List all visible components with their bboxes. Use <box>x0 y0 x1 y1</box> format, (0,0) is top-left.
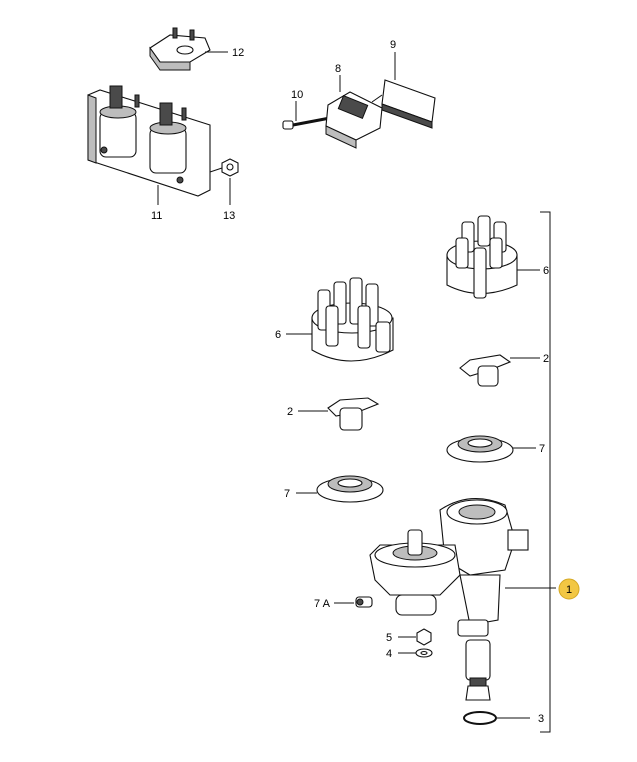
part-6-distributor-cap-left <box>286 277 394 362</box>
callout-8[interactable]: 8 <box>335 63 341 75</box>
part-1-distributor-assembly <box>369 498 556 701</box>
assembly-bracket <box>540 211 551 733</box>
callout-4[interactable]: 4 <box>386 648 392 660</box>
callout-7A[interactable]: 7 A <box>314 598 331 610</box>
part-5-nut <box>398 628 432 646</box>
callout-2-right[interactable]: 2 <box>543 353 549 365</box>
part-11-ignition-coil-assembly <box>87 85 211 205</box>
callout-2-left[interactable]: 2 <box>287 406 293 418</box>
callout-10[interactable]: 10 <box>291 89 303 101</box>
callout-13[interactable]: 13 <box>223 210 235 222</box>
callout-12[interactable]: 12 <box>232 47 244 59</box>
part-7A-screw <box>334 596 373 608</box>
callout-7-right[interactable]: 7 <box>539 443 545 455</box>
callout-9[interactable]: 9 <box>390 39 396 51</box>
callout-7-left[interactable]: 7 <box>284 488 290 500</box>
part-8-control-unit <box>325 75 383 149</box>
callout-6-left[interactable]: 6 <box>275 329 281 341</box>
part-2-rotor-left <box>298 397 380 431</box>
part-7-dust-shield-left <box>296 475 384 503</box>
callout-5[interactable]: 5 <box>386 632 392 644</box>
part-7-dust-shield-right <box>446 435 536 463</box>
part-13-nut <box>209 158 239 205</box>
part-10-bolt <box>282 115 331 130</box>
callout-11[interactable]: 11 <box>151 210 162 222</box>
part-3-o-ring <box>463 711 530 725</box>
part-4-washer <box>398 648 433 658</box>
part-2-rotor-right <box>459 354 540 387</box>
part-9-pad <box>371 52 436 129</box>
part-12-terminal-bracket <box>149 27 228 71</box>
callout-1[interactable]: 1 <box>558 578 580 600</box>
part-6-distributor-cap-right <box>446 215 540 299</box>
callout-3[interactable]: 3 <box>538 713 544 725</box>
callout-1-label: 1 <box>566 584 572 596</box>
callout-6-right[interactable]: 6 <box>543 265 549 277</box>
